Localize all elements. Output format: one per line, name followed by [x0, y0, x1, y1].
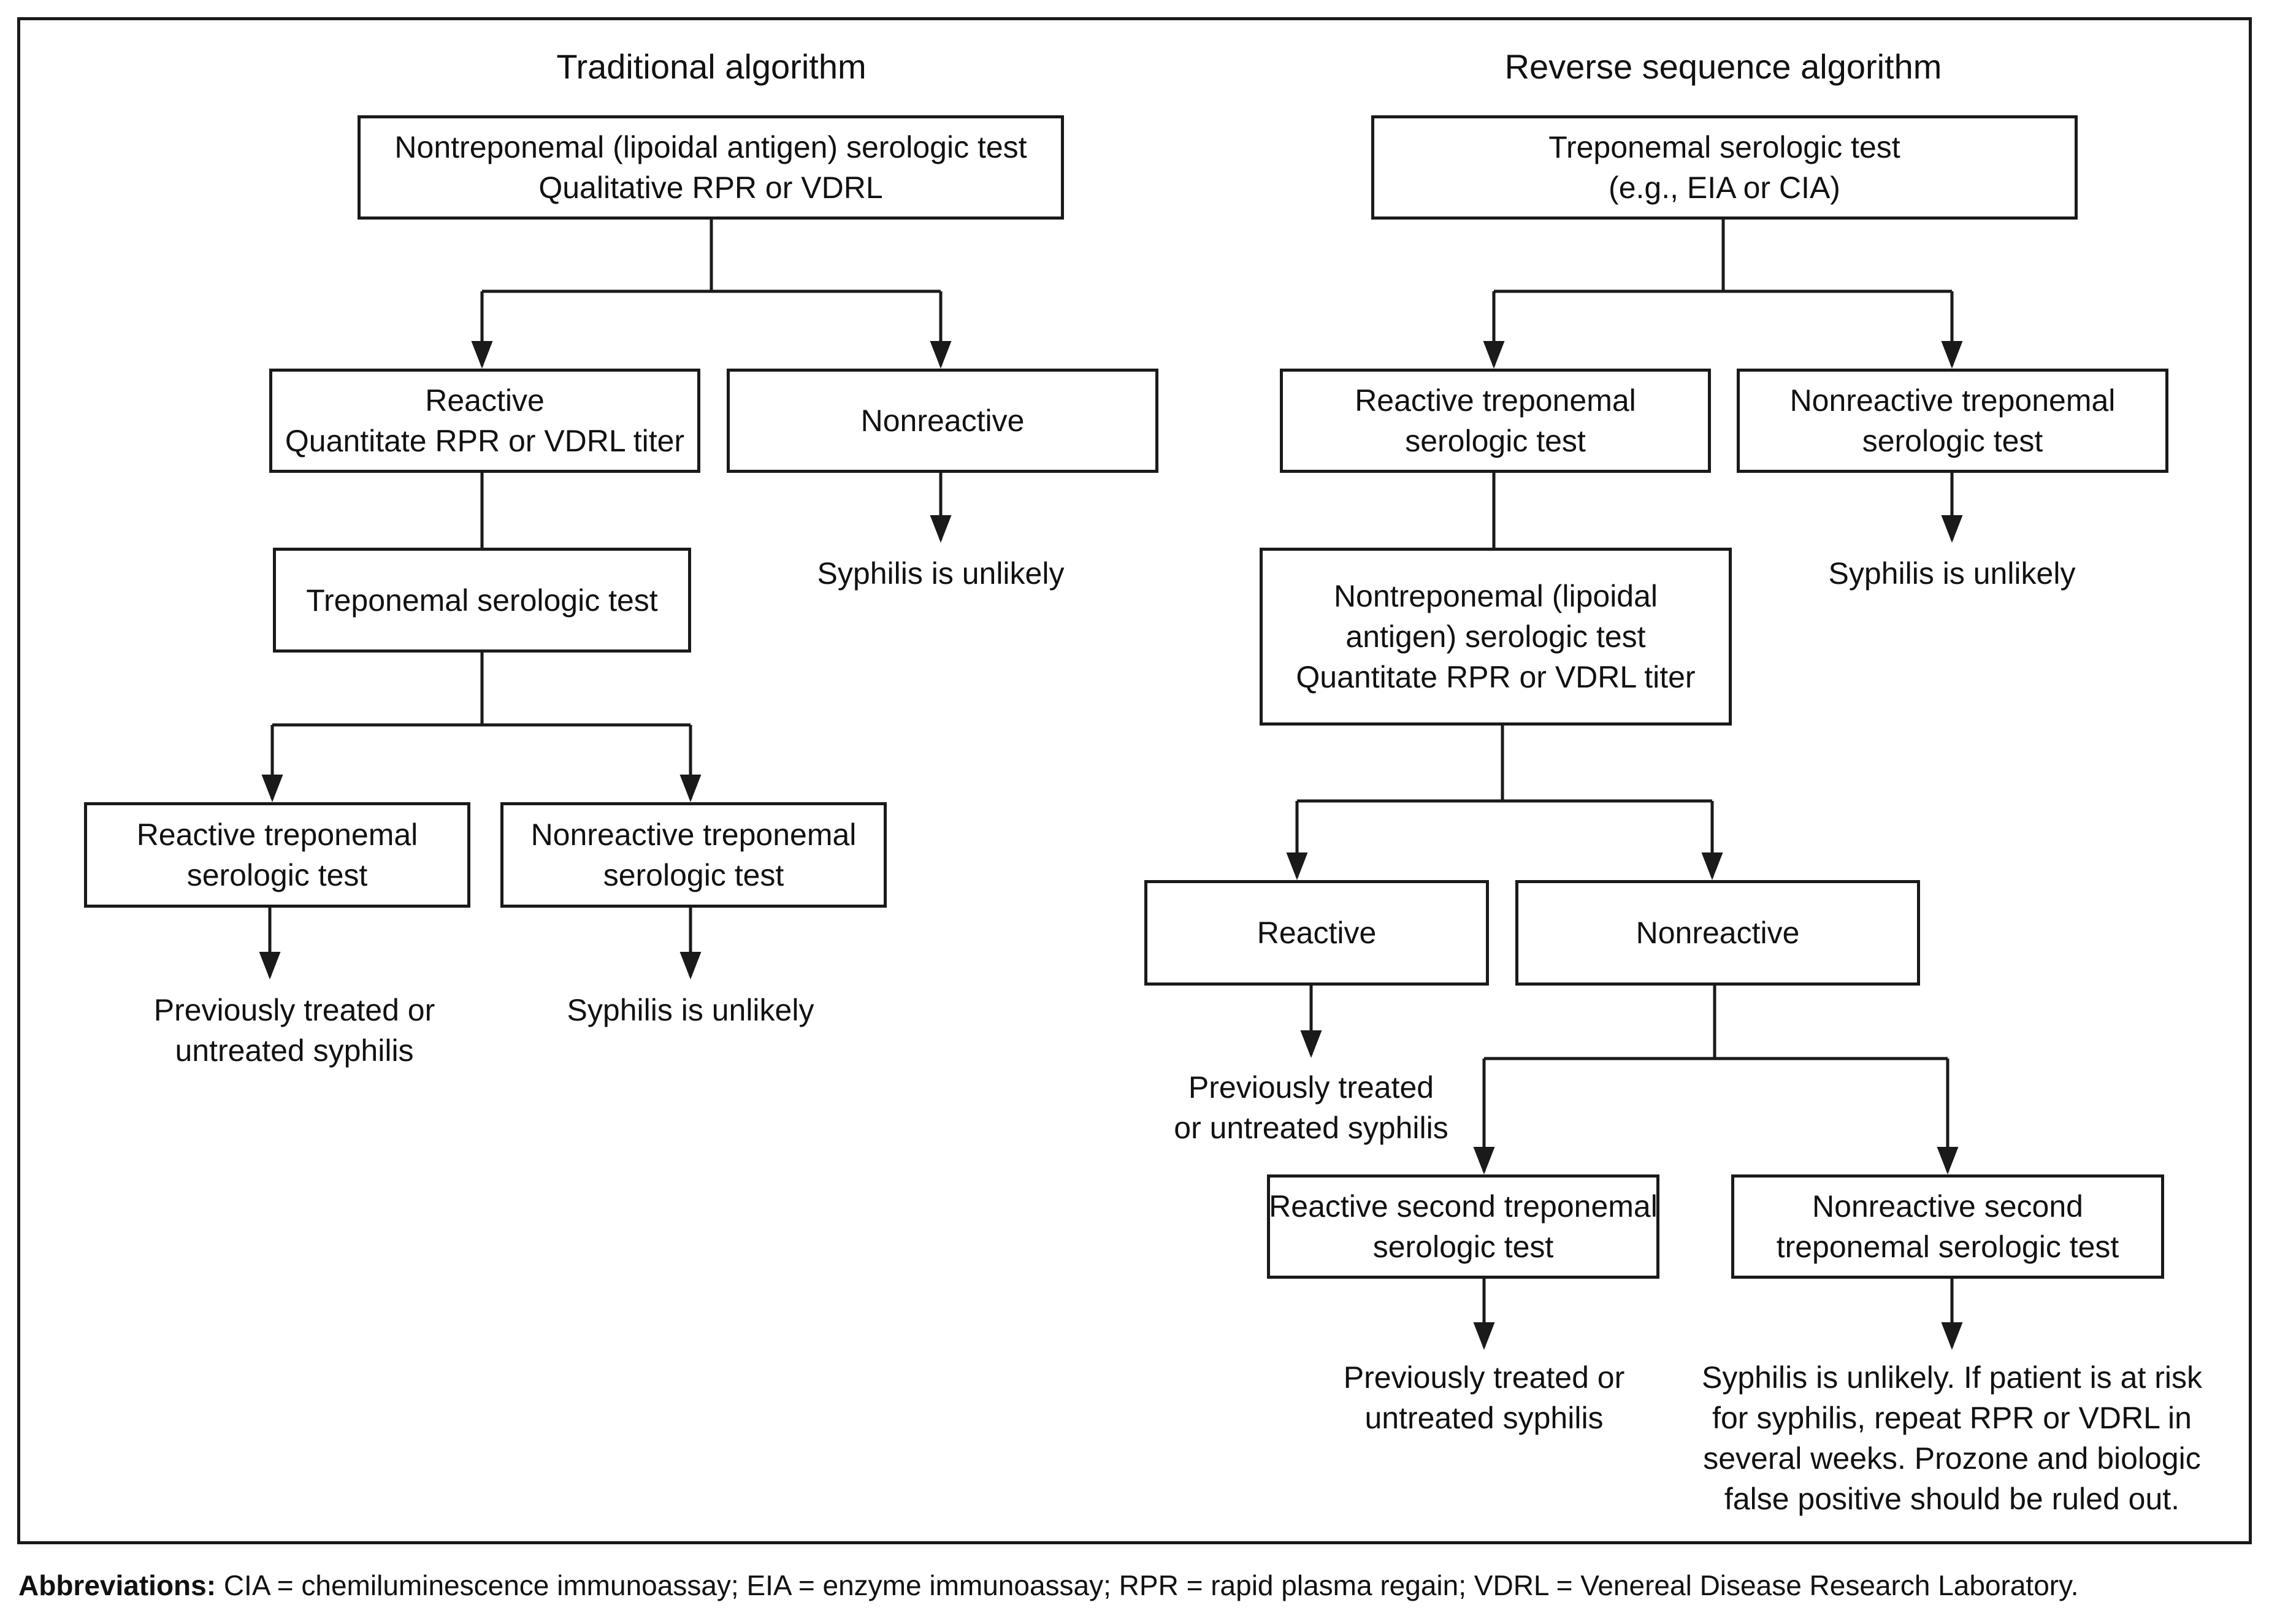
- box-line: Treponemal serologic test: [306, 583, 658, 618]
- connector-rev-nonreactive-split: [1484, 984, 1948, 1060]
- box-line: Nonreactive treponemal: [1789, 383, 2116, 418]
- outcome-line: untreated syphilis: [1364, 1401, 1604, 1435]
- box-line: Nonreactive: [1636, 916, 1800, 950]
- box-line: Quantitate RPR or VDRL titer: [285, 424, 685, 458]
- traditional-algorithm-title: Traditional algorithm: [556, 47, 867, 86]
- outcome-line: Syphilis is unlikely: [1828, 556, 2076, 591]
- abbreviations-text: CIA = chemiluminescence immunoassay; EIA…: [216, 1569, 2079, 1601]
- trad-reactive-treponemal-box: Reactive treponemal serologic test: [84, 802, 470, 908]
- trad-nonreactive-treponemal-box: Nonreactive treponemal serologic test: [500, 802, 887, 908]
- rev-nonreactive-outcome: Syphilis is unlikely: [1768, 553, 2136, 594]
- trad-nonreactive-treponemal-outcome: Syphilis is unlikely: [507, 990, 874, 1030]
- trad-reactive-box: Reactive Quantitate RPR or VDRL titer: [269, 369, 700, 473]
- box-line: Nonreactive: [860, 404, 1025, 438]
- box-line: serologic test: [1862, 424, 2043, 458]
- outcome-line: untreated syphilis: [175, 1033, 414, 1068]
- box-line: Qualitative RPR or VDRL: [538, 170, 883, 205]
- box-line: Nonreactive second: [1812, 1189, 2083, 1224]
- rev-reactive-second-outcome: Previously treated or untreated syphilis: [1300, 1357, 1668, 1438]
- rev-nontreponemal-test-box: Nontreponemal (lipoidal antigen) serolog…: [1260, 548, 1732, 726]
- box-line: treponemal serologic test: [1776, 1230, 2119, 1264]
- box-line: serologic test: [1405, 424, 1586, 458]
- box-line: antigen) serologic test: [1345, 619, 1646, 654]
- outcome-line: Previously treated: [1188, 1070, 1434, 1105]
- box-line: serologic test: [1372, 1230, 1554, 1264]
- rev-reactive-outcome: Previously treated or untreated syphilis: [1127, 1067, 1495, 1148]
- rev-nonreactive-second-box: Nonreactive second treponemal serologic …: [1731, 1174, 2164, 1279]
- trad-nonreactive-outcome: Syphilis is unlikely: [757, 553, 1125, 594]
- trad-nonreactive-box: Nonreactive: [727, 369, 1158, 473]
- rev-reactive-second-box: Reactive second treponemal serologic tes…: [1267, 1174, 1659, 1279]
- box-line: Nontreponemal (lipoidal: [1333, 579, 1658, 613]
- rev-reactive-treponemal-box: Reactive treponemal serologic test: [1280, 369, 1711, 473]
- rev-reactive-box: Reactive: [1144, 880, 1489, 986]
- box-line: Reactive treponemal: [136, 818, 418, 852]
- abbreviations-footnote: Abbreviations: CIA = chemiluminescence i…: [18, 1569, 2078, 1602]
- box-line: Nonreactive treponemal: [530, 818, 857, 852]
- diagram-frame: [17, 17, 2252, 1544]
- connector-rev-root: [1494, 218, 1952, 293]
- outcome-line: false positive should be ruled out.: [1724, 1482, 2180, 1516]
- outcome-line: Syphilis is unlikely: [567, 993, 814, 1027]
- box-line: Nontreponemal (lipoidal antigen) serolog…: [394, 130, 1027, 164]
- box-line: Quantitate RPR or VDRL titer: [1296, 660, 1696, 694]
- box-line: serologic test: [186, 858, 368, 892]
- outcome-line: or untreated syphilis: [1174, 1111, 1448, 1145]
- box-line: Reactive: [1257, 916, 1377, 950]
- outcome-line: Syphilis is unlikely. If patient is at r…: [1701, 1360, 2203, 1395]
- box-line: Reactive: [425, 383, 545, 418]
- connector-trad-root: [482, 218, 941, 293]
- connector-trad-treponemal: [272, 651, 691, 727]
- connector-rev-nontreponemal-split: [1297, 726, 1712, 803]
- rev-nonreactive-second-outcome: Syphilis is unlikely. If patient is at r…: [1670, 1357, 2234, 1519]
- outcome-line: Syphilis is unlikely: [817, 556, 1065, 591]
- abbreviations-label: Abbreviations:: [18, 1569, 216, 1601]
- outcome-line: for syphilis, repeat RPR or VDRL in: [1712, 1401, 2192, 1435]
- box-line: (e.g., EIA or CIA): [1609, 170, 1840, 205]
- rev-treponemal-test-box: Treponemal serologic test (e.g., EIA or …: [1371, 115, 2078, 220]
- outcome-line: Previously treated or: [153, 993, 435, 1027]
- rev-nonreactive-box: Nonreactive: [1515, 880, 1920, 986]
- trad-nontreponemal-test-box: Nontreponemal (lipoidal antigen) serolog…: [358, 115, 1064, 220]
- outcome-line: several weeks. Prozone and biologic: [1703, 1441, 2201, 1476]
- trad-treponemal-test-box: Treponemal serologic test: [273, 548, 691, 653]
- box-line: serologic test: [603, 858, 784, 892]
- reverse-algorithm-title: Reverse sequence algorithm: [1504, 47, 1942, 86]
- box-line: Treponemal serologic test: [1548, 130, 1900, 164]
- outcome-line: Previously treated or: [1343, 1360, 1625, 1395]
- box-line: Reactive treponemal: [1355, 383, 1636, 418]
- rev-nonreactive-treponemal-box: Nonreactive treponemal serologic test: [1737, 369, 2168, 473]
- box-line: Reactive second treponemal: [1269, 1189, 1658, 1224]
- trad-reactive-outcome: Previously treated or untreated syphilis: [110, 990, 478, 1071]
